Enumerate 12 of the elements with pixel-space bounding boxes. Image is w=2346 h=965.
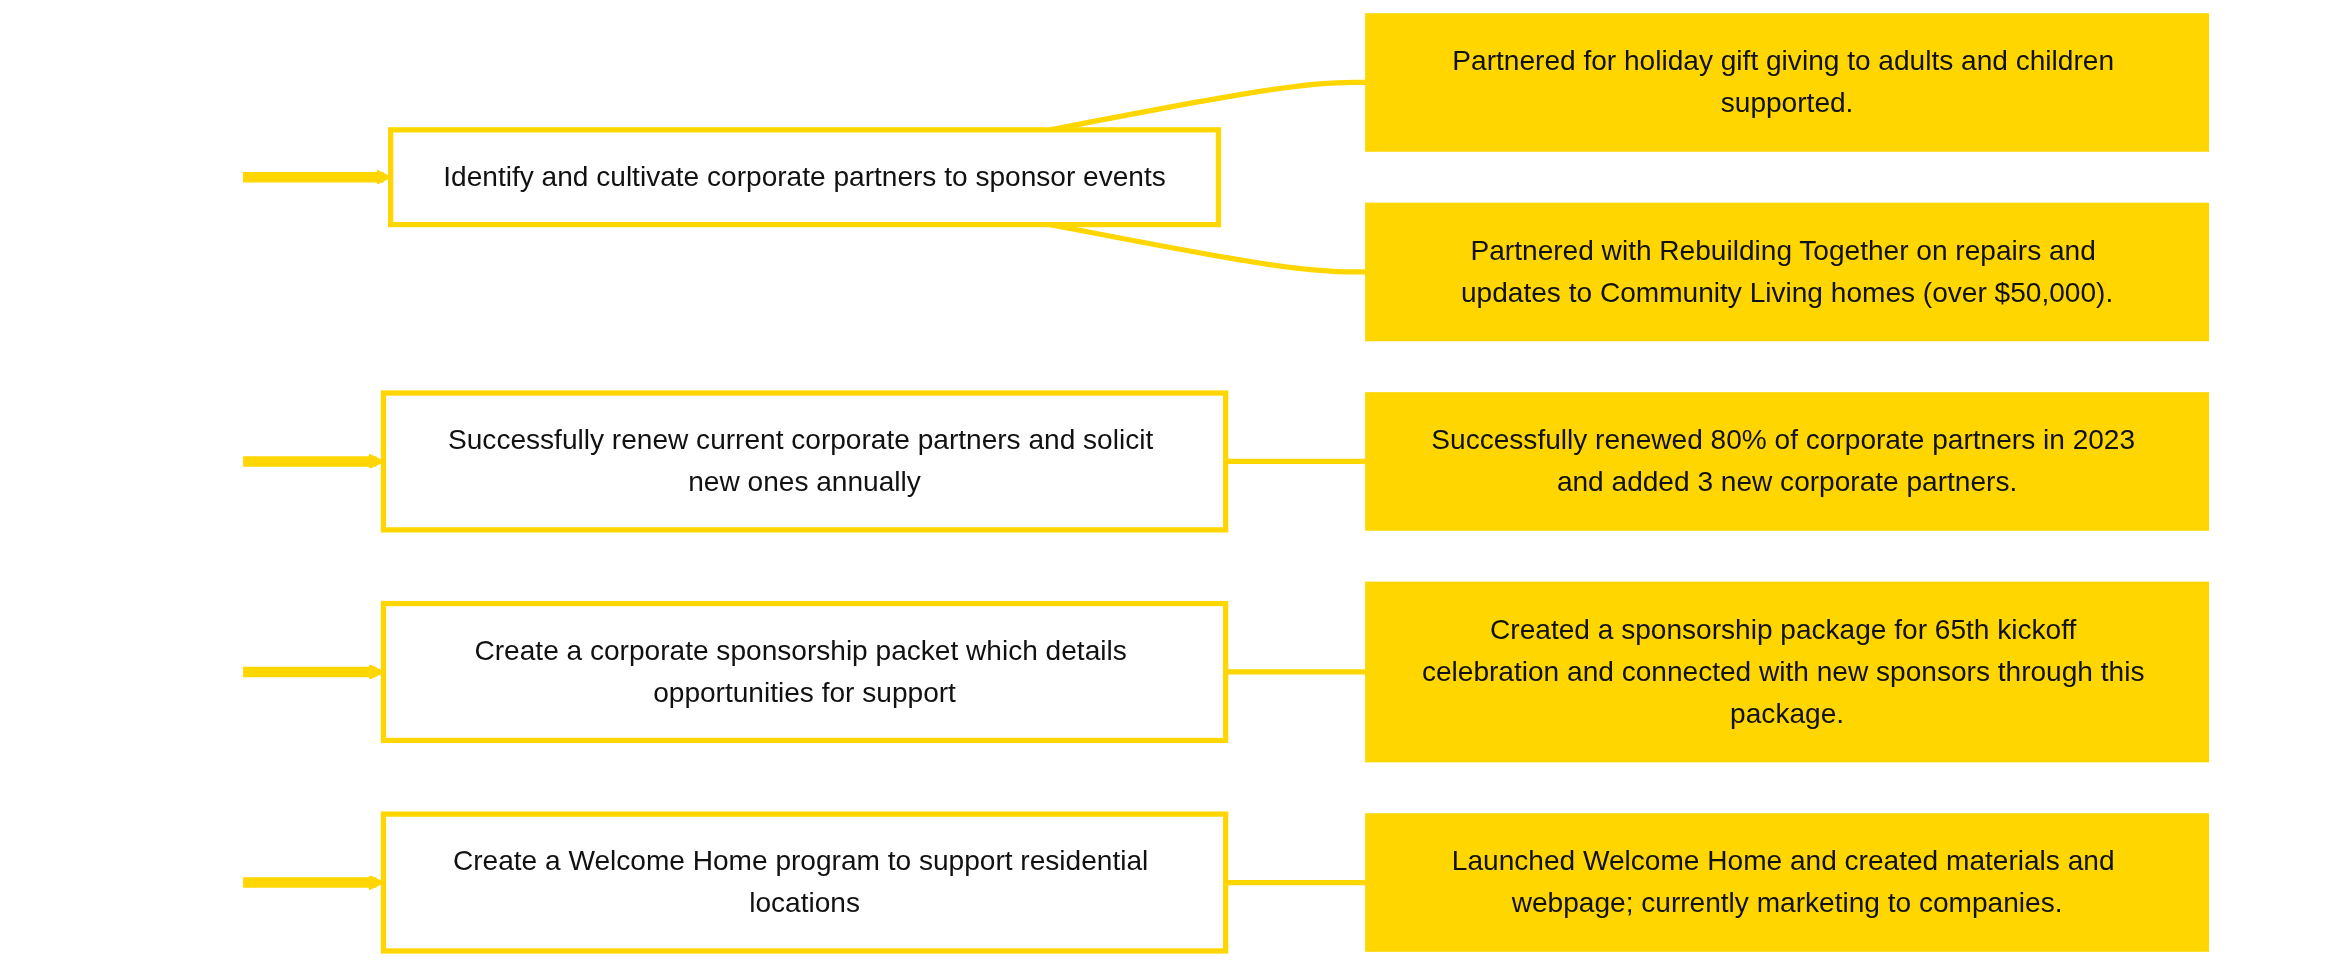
node-box: Identify and cultivate corporate partners to sponsor events xyxy=(388,127,1222,228)
node-box: Create a corporate sponsorship packet which details opportunities for support xyxy=(380,600,1229,744)
node-box: Partnered for holiday gift giving to adults and children supported. xyxy=(1365,13,2210,152)
node-box: Partnered with Rebuilding Together on repairs and updates to Community Living homes (over $50,000). xyxy=(1365,202,2210,342)
connector xyxy=(1225,458,1366,465)
connector xyxy=(1225,669,1366,675)
node-box: Launched Welcome Home and created materials and webpage; currently marketing to companies. xyxy=(1365,813,2210,952)
node-box: Created a sponsorship package for 65th kickoff celebration and connected with new sponsors through this package. xyxy=(1365,581,2210,763)
node-box: Successfully renew current corporate partners and solicit new ones annually xyxy=(380,390,1229,533)
connector xyxy=(1225,879,1366,886)
node-box: Successfully renewed 80% of corporate partners in 2023 and added 3 new corporate partners. xyxy=(1365,392,2210,531)
node-box: Create a Welcome Home program to support residential locations xyxy=(380,811,1229,954)
